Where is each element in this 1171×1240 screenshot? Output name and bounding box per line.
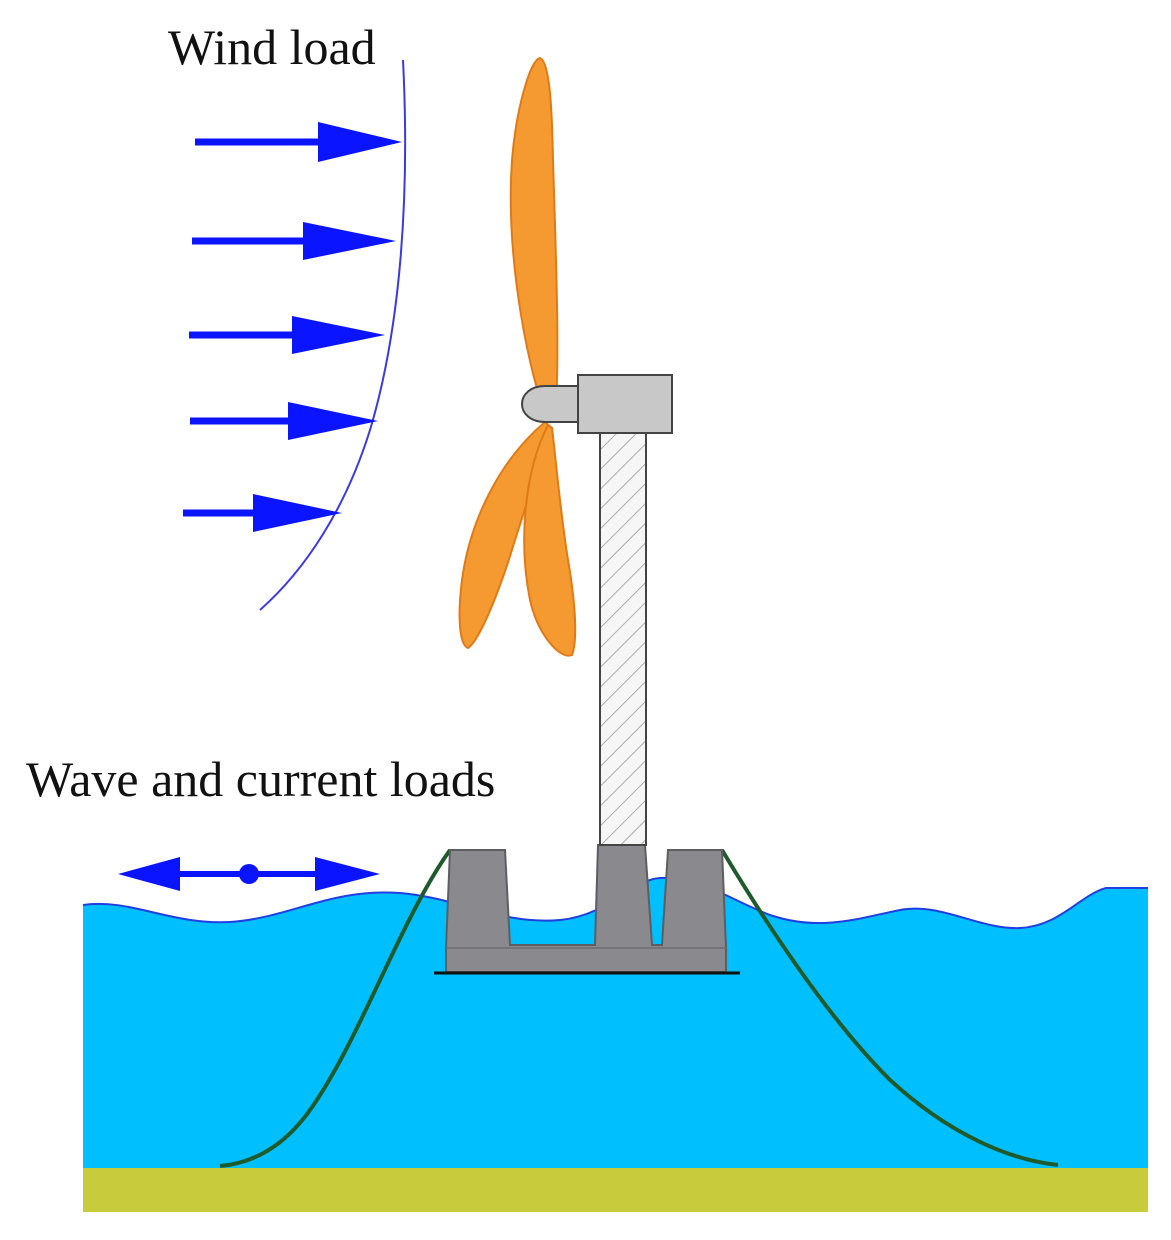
rotor-blades bbox=[458, 56, 577, 657]
turbine-tower bbox=[599, 431, 647, 846]
water-body bbox=[83, 877, 1148, 1170]
wind-arrows bbox=[183, 122, 402, 532]
floating-platform bbox=[434, 844, 740, 975]
blade-lower-right bbox=[523, 423, 577, 657]
wind-arrow-icon bbox=[183, 494, 342, 532]
wind-load-label: Wind load bbox=[168, 19, 376, 75]
nacelle bbox=[577, 374, 673, 434]
water-surface-line bbox=[82, 876, 1148, 930]
wind-arrow-icon bbox=[189, 316, 385, 354]
wind-arrow-icon bbox=[190, 402, 378, 440]
mooring-line-left bbox=[219, 848, 452, 1168]
seabed bbox=[83, 1168, 1148, 1212]
wave-current-loads-label: Wave and current loads bbox=[26, 751, 495, 807]
wind-arrow-icon bbox=[195, 122, 402, 162]
rotor-hub bbox=[520, 385, 579, 423]
mooring-line-right bbox=[720, 848, 1059, 1167]
wave-current-arrow-icon bbox=[118, 857, 380, 891]
blade-upper bbox=[509, 56, 559, 421]
wind-arrow-icon bbox=[192, 222, 396, 260]
wind-profile-curve bbox=[259, 59, 407, 611]
